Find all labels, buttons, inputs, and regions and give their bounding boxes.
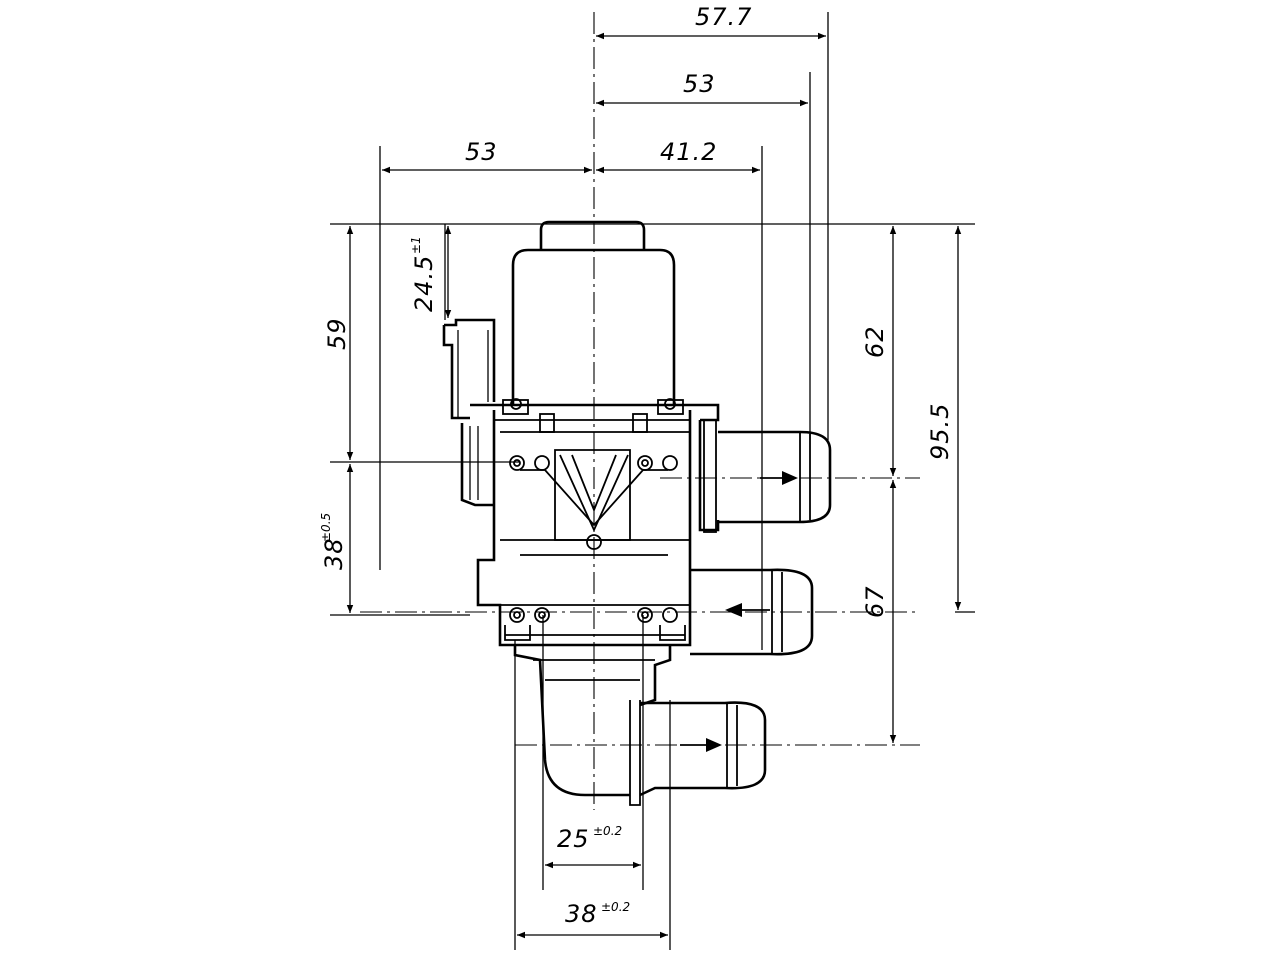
- dim-25-tolerance: ±0.2: [593, 824, 622, 838]
- dimension-lines: [346, 32, 962, 939]
- dim-38-bottom-tolerance: ±0.2: [601, 900, 630, 914]
- dim-38-bottom: 38: [565, 900, 598, 928]
- center-lines: [330, 12, 975, 950]
- outlet-pipe-lower: [639, 701, 767, 797]
- dim-24-5-tolerance: ±1: [409, 236, 423, 254]
- outlet-pipe-upper: [698, 419, 832, 533]
- valve-body: [470, 398, 720, 647]
- dim-24-5: 24.5: [410, 255, 438, 312]
- dim-53-left: 53: [465, 138, 498, 166]
- dim-95-5: 95.5: [926, 403, 954, 460]
- dim-41-2: 41.2: [660, 138, 717, 166]
- dim-67: 67: [861, 585, 889, 618]
- dim-59: 59: [323, 317, 351, 350]
- dimension-labels: 57.7 53 53 41.2 59 24.5 ±1 38 ±0.5 62 95…: [319, 3, 954, 928]
- dim-62: 62: [861, 325, 889, 358]
- dim-57-7: 57.7: [695, 3, 752, 31]
- inlet-pipe-middle: [690, 568, 814, 656]
- dim-38-left: 38: [320, 537, 348, 570]
- lower-elbow-body: [513, 645, 672, 806]
- motor-housing: [511, 220, 676, 405]
- connector-plug: [442, 318, 496, 507]
- dim-53-top: 53: [683, 70, 716, 98]
- dim-38-left-tolerance: ±0.5: [319, 513, 333, 542]
- dim-25: 25: [557, 825, 590, 853]
